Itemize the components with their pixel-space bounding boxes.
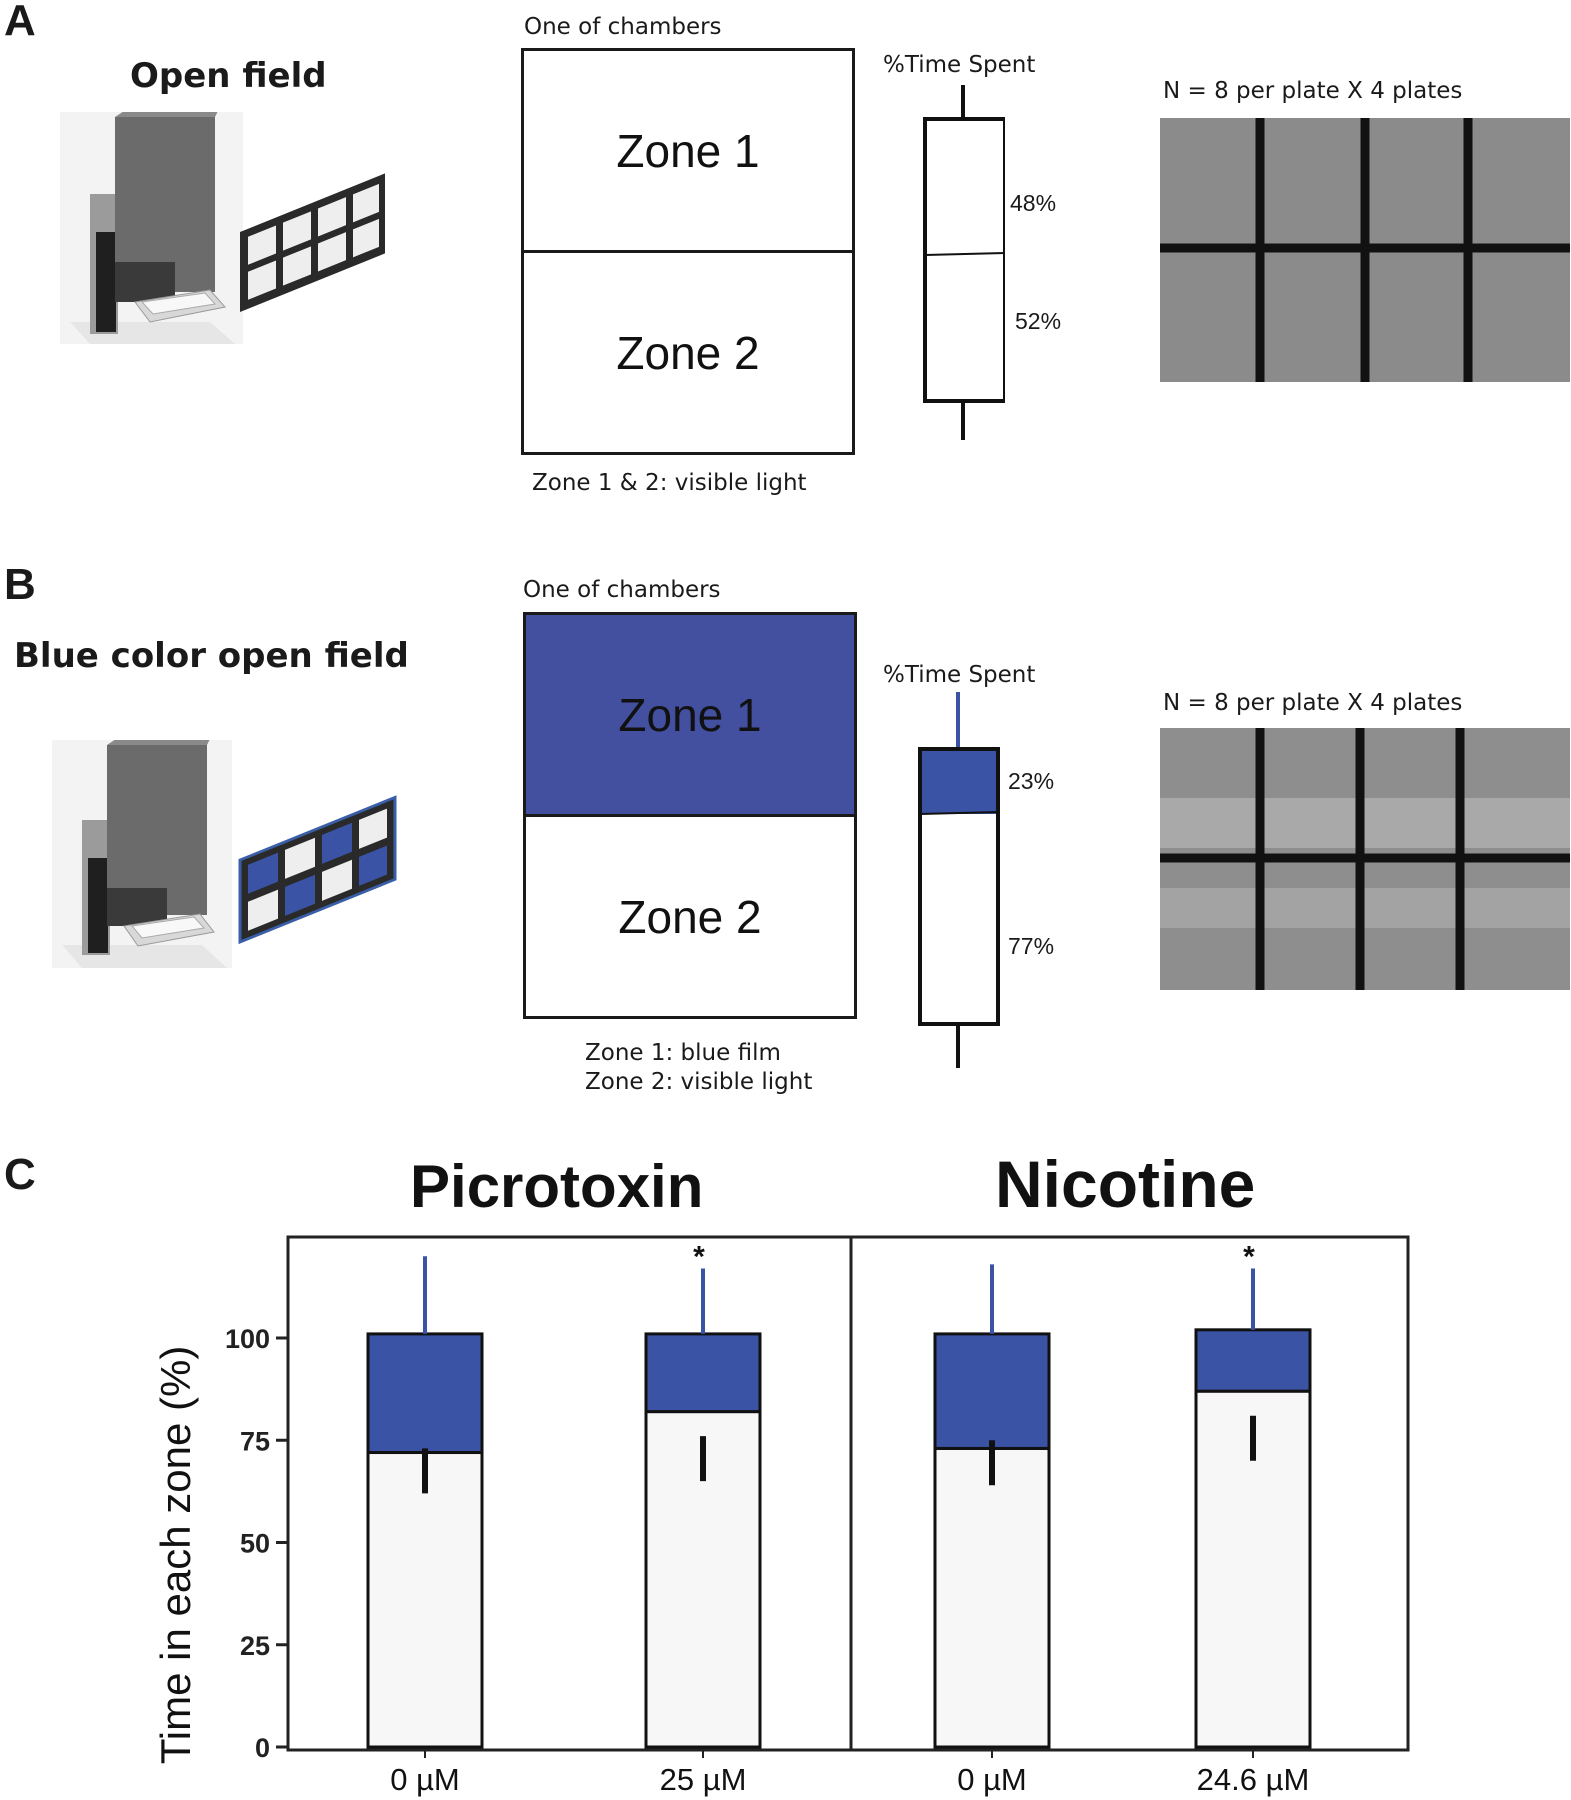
- x-tick-label: 0 µM: [957, 1762, 1027, 1797]
- panel-a-zone2-box: Zone 2: [521, 250, 855, 455]
- panel-a-time-label: %Time Spent: [883, 52, 1036, 78]
- panel-a-bar-outline: [923, 117, 1005, 403]
- plate-grid-photo-b: [1160, 728, 1570, 990]
- chart-group-title-nicotine: Nicotine: [995, 1147, 1256, 1221]
- panel-b-bar-divider: [919, 811, 999, 815]
- panel-a-n-label: N = 8 per plate X 4 plates: [1163, 78, 1463, 104]
- panel-b-zone2-label: Zone 2: [618, 890, 762, 943]
- panel-b-zone2-box: Zone 2: [523, 814, 857, 1019]
- panel-b-time-label: %Time Spent: [883, 662, 1036, 688]
- panel-b-zone1-box: Zone 1: [523, 612, 857, 817]
- panel-b-zone2-pct: 77%: [1008, 933, 1055, 959]
- panel-a-plate-photo: [1160, 118, 1570, 382]
- y-tick-label: 50: [240, 1529, 270, 1559]
- x-tick-label: 24.6 µM: [1197, 1762, 1310, 1797]
- panel-b-time-bar: [918, 692, 1000, 1068]
- blue-plate-illustration: [238, 795, 397, 945]
- bar-segment-lower: [366, 1451, 484, 1749]
- x-tick-label: 0 µM: [390, 1762, 460, 1797]
- panel-a-title: Open field: [130, 56, 327, 96]
- blue-open-field-device-illustration: [52, 740, 397, 968]
- panel-b-plate-photo: [1160, 728, 1570, 990]
- panel-b-chamber-caption: One of chambers: [523, 577, 721, 603]
- y-tick-label: 75: [240, 1426, 270, 1456]
- panel-b-zone-note-1: Zone 1: blue film: [585, 1040, 781, 1066]
- panel-b-zone-note-2: Zone 2: visible light: [585, 1069, 813, 1095]
- bar-segment-upper: [933, 1332, 1051, 1450]
- y-axis-label: Time in each zone (%): [152, 1346, 199, 1765]
- panel-b-zone1-pct: 23%: [1008, 768, 1055, 794]
- significance-star: *: [1243, 1240, 1255, 1273]
- open-field-device-illustration: [60, 112, 385, 344]
- panel-a-letter: A: [4, 0, 36, 45]
- device-opening: [88, 858, 108, 953]
- y-tick-label: 100: [225, 1324, 270, 1354]
- chart-group-title-picrotoxin: Picrotoxin: [410, 1153, 704, 1220]
- device-lower-block: [115, 262, 175, 302]
- panel-a-zone2-pct: 52%: [1015, 308, 1062, 334]
- significance-star: *: [693, 1240, 705, 1273]
- panel-c-letter: C: [4, 1150, 36, 1199]
- panel-a-zone1-pct: 48%: [1010, 190, 1057, 216]
- plate-illustration: [240, 173, 385, 312]
- bar-segment-lower: [933, 1446, 1051, 1749]
- panel-a-time-bar: [923, 85, 1005, 440]
- panel-b-bar-blue-segment: [922, 751, 996, 814]
- panel-a-zone1-label: Zone 1: [616, 124, 760, 177]
- stacked-bar-chart: Time in each zone (%) 0 25 50 75 100 0 µM * 25 …: [152, 1235, 1410, 1797]
- panel-b-letter: B: [4, 560, 36, 609]
- panel-a-bar-divider: [924, 252, 1005, 256]
- panel-b-title: Blue color open field: [14, 636, 409, 676]
- chart-frame: [286, 1235, 1410, 1752]
- bar-segment-upper: [1194, 1328, 1312, 1393]
- bar-segment-upper: [366, 1332, 484, 1455]
- bar-segment-upper: [644, 1332, 762, 1414]
- device-column: [107, 745, 207, 915]
- y-tick-label: 25: [240, 1631, 270, 1661]
- panel-b-zone1-label: Zone 1: [618, 688, 762, 741]
- plate-grid-photo-a: [1160, 118, 1570, 382]
- x-tick-label: 25 µM: [660, 1762, 747, 1797]
- device-opening: [96, 232, 116, 332]
- panel-a-zone-note: Zone 1 & 2: visible light: [532, 470, 807, 496]
- y-tick-label: 0: [255, 1733, 270, 1763]
- panel-a-zone1-box: Zone 1: [521, 48, 855, 253]
- panel-b-n-label: N = 8 per plate X 4 plates: [1163, 690, 1463, 716]
- panel-a-zone2-label: Zone 2: [616, 326, 760, 379]
- panel-a-chamber-caption: One of chambers: [524, 14, 722, 40]
